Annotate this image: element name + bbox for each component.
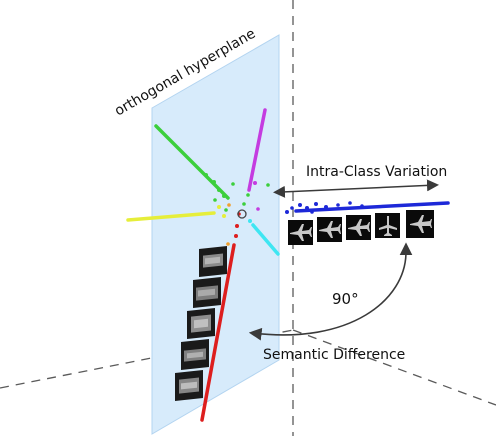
yellow-ray (126, 211, 216, 222)
orthogonal-hyperplane (151, 34, 280, 435)
object-thumbnail (193, 277, 221, 308)
green-points (204, 173, 235, 212)
object-thumbnail (175, 370, 203, 401)
yellow-points (217, 205, 226, 218)
mixed-points (226, 183, 270, 246)
angle-label: 90° (332, 290, 359, 308)
red-ray (200, 243, 236, 422)
intra-class-arrow (273, 179, 439, 198)
airplane-thumbnails (288, 210, 434, 245)
airplane-icon (288, 220, 313, 245)
intra-class-variation-label: Intra-Class Variation (306, 164, 447, 180)
semantic-difference-label: Semantic Difference (263, 347, 405, 363)
object-thumbnails (175, 246, 227, 401)
object-thumbnail (199, 246, 227, 277)
green-ray (154, 124, 230, 200)
blue-ray (294, 201, 450, 213)
object-thumbnail (187, 308, 215, 339)
blue-points (285, 201, 364, 214)
horizontal-axis (292, 329, 496, 406)
airplane-icon (406, 210, 434, 238)
feature-rays (126, 108, 450, 422)
airplane-icon (346, 215, 371, 240)
angle-arrow (248, 242, 413, 341)
airplane-icon (317, 217, 342, 242)
airplane-icon (375, 213, 400, 238)
magenta-ray (247, 108, 267, 192)
origin-circle-icon (237, 209, 247, 219)
object-thumbnail (181, 339, 209, 370)
